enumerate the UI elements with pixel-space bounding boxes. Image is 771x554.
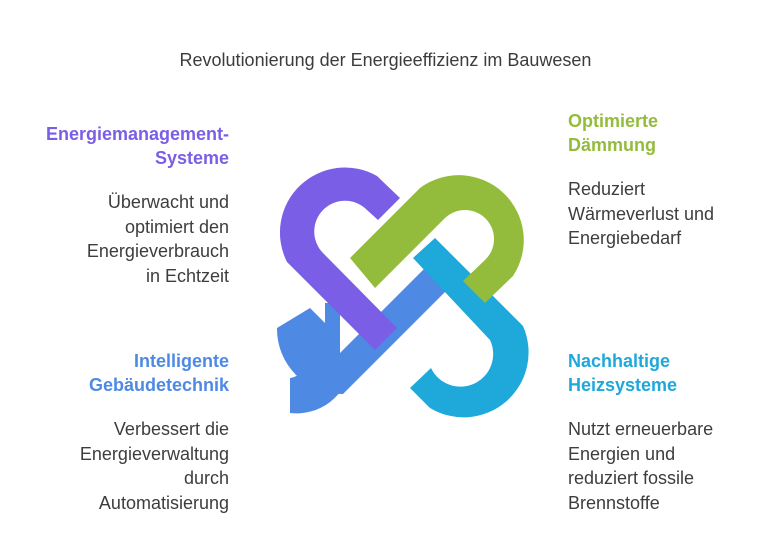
diagram-title: Revolutionierung der Energieeffizienz im… <box>179 50 592 70</box>
item-sustainable-heating: Nachhaltige Heizsysteme Nutzt erneuerbar… <box>568 349 771 515</box>
item-insulation: Optimierte Dämmung Reduziert Wärmeverlus… <box>568 109 771 251</box>
item-smart-building: Intelligente Gebäudetechnik Verbessert d… <box>24 349 229 515</box>
item-heading: Intelligente Gebäudetechnik <box>88 351 229 395</box>
green-link-shape <box>350 175 524 303</box>
cyan-link-shape <box>410 238 529 418</box>
item-description: Überwacht und optimiert den Energieverbr… <box>86 192 229 286</box>
item-heading: Optimierte Dämmung <box>568 111 659 155</box>
blue-link-loop <box>276 260 455 395</box>
item-description: Nutzt erneuerbare Energien und reduziert… <box>568 419 714 513</box>
interlocking-links-graphic <box>276 167 529 418</box>
item-heading: Nachhaltige Heizsysteme <box>568 351 678 395</box>
item-heading: Energiemanagement- Systeme <box>45 124 229 168</box>
purple-link-shape <box>279 167 400 350</box>
item-energy-management: Energiemanagement- Systeme Überwacht und… <box>24 122 229 288</box>
item-description: Verbessert die Energieverwaltung durch A… <box>79 419 229 513</box>
item-description: Reduziert Wärmeverlust und Energiebedarf <box>568 179 715 248</box>
